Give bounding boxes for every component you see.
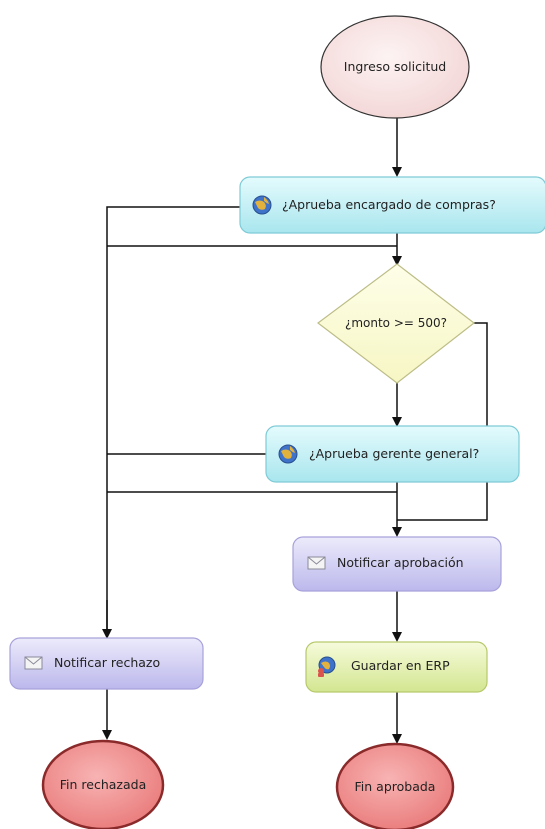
decision-monto[interactable]: ¿monto >= 500?: [317, 263, 475, 384]
end-event-rechazada-label: Fin rechazada: [60, 777, 146, 792]
connectors: [102, 118, 488, 744]
task-aprueba-gerente[interactable]: ¿Aprueba gerente general?: [265, 425, 520, 483]
end-event-aprobada[interactable]: Fin aprobada: [335, 742, 455, 829]
task-notificar-rechazo[interactable]: Notificar rechazo: [9, 637, 204, 690]
task-notificar-aprobacion-label: Notificar aprobación: [337, 555, 464, 570]
decision-monto-label: ¿monto >= 500?: [345, 316, 447, 330]
start-event[interactable]: Ingreso solicitud: [320, 15, 470, 119]
globe-icon: [252, 195, 272, 215]
end-event-rechazada[interactable]: Fin rechazada: [41, 739, 165, 829]
globe-icon: [278, 444, 298, 464]
task-notificar-aprobacion[interactable]: Notificar aprobación: [292, 536, 502, 592]
edge-diamond-bypass: [397, 322, 488, 521]
edge-compras-reject: [106, 206, 243, 636]
envelope-icon: [307, 556, 326, 570]
task-guardar-erp-label: Guardar en ERP: [351, 658, 450, 673]
task-aprueba-compras-label: ¿Aprueba encargado de compras?: [282, 197, 496, 212]
globe-user-icon: [318, 656, 336, 677]
end-event-aprobada-label: Fin aprobada: [355, 779, 436, 794]
task-aprueba-gerente-label: ¿Aprueba gerente general?: [309, 446, 479, 461]
task-notificar-rechazo-label: Notificar rechazo: [54, 655, 160, 670]
envelope-icon: [24, 656, 43, 670]
task-guardar-erp[interactable]: Guardar en ERP: [305, 641, 488, 693]
start-event-label: Ingreso solicitud: [344, 59, 446, 74]
task-aprueba-compras[interactable]: ¿Aprueba encargado de compras?: [239, 176, 545, 234]
